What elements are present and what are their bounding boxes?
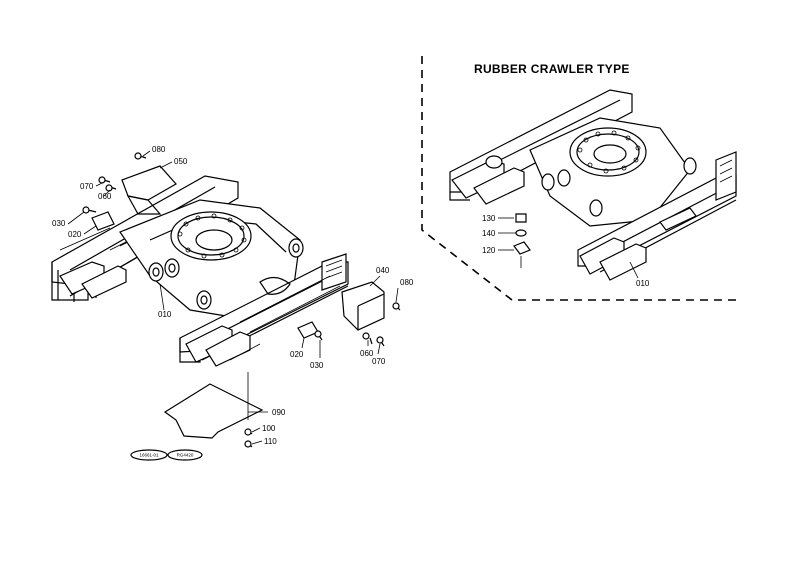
cover-050-top	[121, 165, 177, 201]
label-110: 110	[264, 437, 277, 446]
footer-code-right: RG4420	[177, 453, 194, 458]
label-080-top: 080	[152, 145, 166, 154]
label-080-right: 080	[400, 278, 414, 287]
label-040: 040	[376, 266, 390, 275]
bolts-main	[82, 152, 401, 448]
footer-codes: 16661-01 RG4420	[130, 449, 203, 461]
label-050-top: 050	[174, 157, 188, 166]
label-030-right: 030	[310, 361, 324, 370]
inset-rubber-crawler: RUBBER CRAWLER TYPE	[421, 56, 742, 301]
under-plate-090	[163, 383, 264, 439]
label-060-right: 060	[360, 349, 374, 358]
track-frame-main	[51, 175, 349, 367]
label-130: 130	[482, 214, 496, 223]
cover-040	[341, 281, 385, 331]
label-010-main: 010	[158, 310, 172, 319]
label-020-right: 020	[290, 350, 304, 359]
label-120: 120	[482, 246, 496, 255]
label-090: 090	[272, 408, 286, 417]
label-140: 140	[482, 229, 496, 238]
label-100: 100	[262, 424, 276, 433]
inset-dashed-border	[421, 56, 742, 301]
footer-code-left: 16661-01	[139, 453, 159, 458]
inset-title: RUBBER CRAWLER TYPE	[474, 62, 630, 76]
plate-020-left	[91, 211, 115, 231]
label-030-left: 030	[52, 219, 66, 228]
label-010-inset: 010	[636, 279, 650, 288]
label-020-left: 020	[68, 230, 82, 239]
leader-lines-main	[67, 150, 399, 445]
label-070-left: 070	[80, 182, 94, 191]
label-060-left: 060	[98, 192, 112, 201]
label-070-right: 070	[372, 357, 386, 366]
